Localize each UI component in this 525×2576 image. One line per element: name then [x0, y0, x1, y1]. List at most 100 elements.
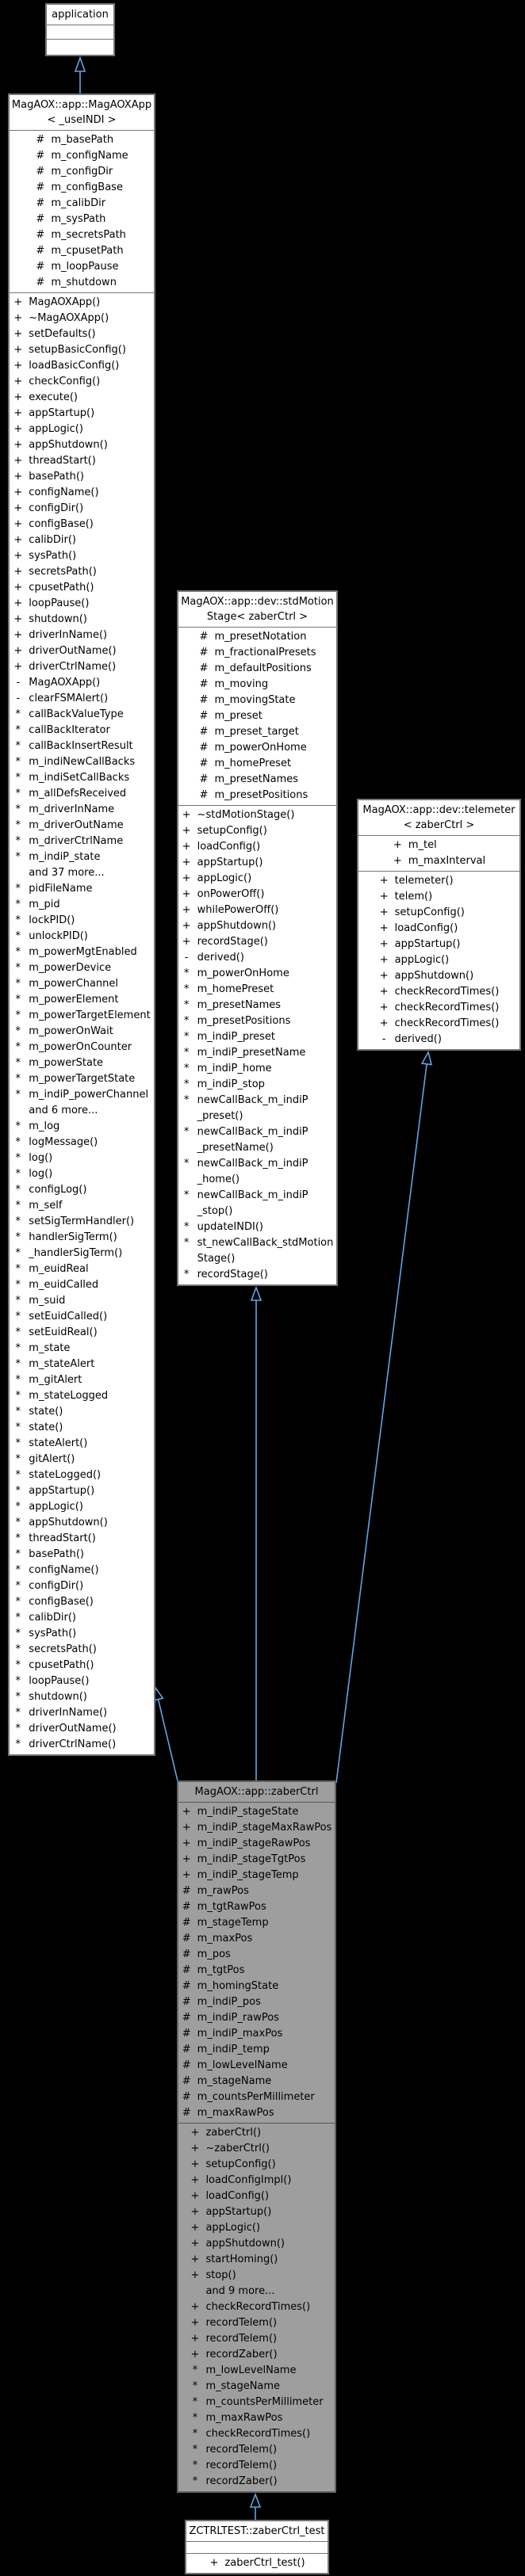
member-visibility-marker: +: [190, 2333, 200, 2345]
member-row: #m_maxRawPos: [182, 2105, 332, 2121]
member-visibility-marker: *: [15, 1342, 21, 1354]
member-visibility-marker: #: [199, 678, 209, 690]
member-visibility-marker: *: [183, 967, 190, 979]
member-name: m_maxRawPos: [205, 2412, 283, 2424]
attributes-compartment: [186, 2541, 328, 2553]
member-row: +loadConfig(): [182, 839, 334, 855]
member-visibility-marker: +: [379, 986, 389, 998]
member-row: *callBackIterator: [13, 723, 150, 738]
member-visibility-marker: +: [13, 550, 23, 562]
member-name: driverCtrlName(): [29, 661, 117, 673]
member-row: *m_indiP_powerChannel: [13, 1087, 150, 1103]
member-visibility-marker: +: [182, 1853, 191, 1865]
member-name: m_indiP_pos: [197, 1996, 261, 2008]
member-name: setupConfig(): [394, 906, 465, 918]
member-name: ~MagAOXApp(): [29, 312, 109, 324]
member-row: +setupConfig(): [182, 823, 334, 839]
member-row: +calibDir(): [13, 532, 150, 548]
member-row: *m_presetNames: [182, 998, 334, 1013]
member-name: recordTelem(): [205, 2317, 278, 2329]
member-visibility-marker: #: [182, 1933, 191, 1944]
member-row: *callBackInsertResult: [13, 738, 150, 754]
member-name: checkRecordTimes(): [394, 1017, 500, 1029]
member-name: recordTelem(): [205, 2333, 278, 2345]
class-title-stdmotionstage: MagAOX::app::dev::stdMotion Stage< zaber…: [181, 596, 334, 623]
member-visibility-marker: +: [182, 825, 191, 837]
member-name: m_presetNotation: [214, 631, 307, 643]
member-visibility-marker: #: [182, 2044, 191, 2055]
member-name: m_defaultPositions: [214, 662, 312, 674]
member-name: checkRecordTimes(): [205, 2428, 311, 2440]
member-row: +~zaberCtrl(): [190, 2141, 323, 2157]
member-name: m_indiP_presetName: [197, 1047, 306, 1059]
member-row: *m_indiP_home: [182, 1061, 334, 1077]
member-visibility-marker: #: [36, 277, 45, 288]
member-name: setEuidReal(): [29, 1326, 98, 1338]
member-name: calibDir(): [29, 1612, 76, 1624]
member-name: loopPause(): [29, 597, 90, 609]
member-name: appShutdown(): [205, 2238, 285, 2250]
methods-compartment: +MagAOXApp()+~MagAOXApp()+setDefaults()+…: [10, 292, 154, 1754]
member-row: #m_lowLevelName: [182, 2058, 332, 2074]
class-box-magaoxapp[interactable]: MagAOX::app::MagAOXApp < _useINDI > #m_b…: [8, 93, 155, 1756]
member-visibility-marker: *: [15, 1691, 21, 1703]
class-box-stdmotionstage[interactable]: MagAOX::app::dev::stdMotion Stage< zaber…: [177, 590, 338, 1286]
member-row: +appStartup(): [379, 937, 500, 952]
member-row: *m_stateLogged: [13, 1388, 150, 1404]
member-row: +execute(): [13, 390, 150, 406]
member-row: *_handlerSigTerm(): [13, 1246, 150, 1261]
member-name: stateLogged(): [29, 1469, 102, 1481]
class-box-application[interactable]: application: [45, 3, 115, 56]
member-visibility-marker: *: [15, 1374, 21, 1386]
member-visibility-marker: *: [15, 930, 21, 942]
member-name: m_powerOnHome: [214, 742, 307, 754]
member-row: +setupBasicConfig(): [13, 342, 150, 358]
member-name: handlerSigTerm(): [29, 1231, 117, 1243]
member-row: +telemeter(): [379, 873, 500, 889]
member-name: configDir(): [29, 1580, 84, 1592]
member-row: +m_maxInterval: [393, 853, 485, 869]
member-visibility-marker: *: [15, 914, 21, 926]
member-name: MagAOXApp(): [29, 296, 101, 308]
member-row: +appLogic(): [182, 871, 334, 887]
class-box-zaberctrl-highlighted[interactable]: MagAOX::app::zaberCtrl +m_indiP_stageSta…: [177, 1780, 336, 2493]
member-name: telem(): [394, 891, 433, 903]
member-row: +shutdown(): [13, 612, 150, 628]
member-name: and 37 more...: [29, 867, 105, 879]
member-name: m_indiP_maxPos: [197, 2028, 283, 2040]
member-row: -clearFSMAlert(): [13, 691, 150, 707]
member-name: appStartup(): [205, 2206, 272, 2218]
member-name: appShutdown(): [29, 439, 108, 451]
member-row: #m_preset_target: [199, 724, 316, 740]
member-row: *m_indiP_presetName: [182, 1045, 334, 1061]
member-row: *m_powerDevice: [13, 960, 150, 976]
member-visibility-marker: +: [182, 904, 191, 916]
member-row: +MagAOXApp(): [13, 295, 150, 311]
member-visibility-marker: *: [15, 1406, 21, 1418]
member-visibility-marker: #: [199, 647, 209, 658]
member-name: loopPause(): [29, 1675, 90, 1687]
arrowhead-stdmotionstage: [250, 1285, 262, 1301]
member-row: *state(): [13, 1420, 150, 1436]
class-box-zaberctrl-test[interactable]: ZCTRLTEST::zaberCtrl_test +zaberCtrl_tes…: [185, 2520, 329, 2574]
member-row: *m_state: [13, 1341, 150, 1357]
member-visibility-marker: *: [183, 1158, 190, 1170]
member-name: m_indiP_rawPos: [197, 2012, 279, 2024]
member-visibility-marker: *: [15, 1469, 21, 1481]
member-row: *configBase(): [13, 1594, 150, 1610]
member-visibility-marker: +: [379, 1017, 389, 1029]
member-row: +configDir(): [13, 501, 150, 517]
member-row: #m_stageName: [182, 2074, 332, 2089]
attributes-compartment: +m_tel+m_maxInterval: [358, 835, 519, 871]
member-visibility-marker: *: [15, 962, 21, 974]
member-visibility-marker: +: [379, 875, 389, 887]
member-row: #m_maxPos: [182, 1931, 332, 1947]
member-visibility-marker: *: [15, 851, 21, 863]
class-box-telemeter[interactable]: MagAOX::app::dev::telemeter < zaberCtrl …: [357, 799, 521, 1051]
member-name: derived(): [197, 952, 244, 964]
member-name: m_indiP_temp: [197, 2044, 270, 2055]
member-visibility-marker: *: [15, 1628, 21, 1639]
member-visibility-marker: +: [190, 2190, 200, 2202]
member-name: driverCtrlName(): [29, 1738, 117, 1750]
member-name: updateINDI(): [197, 1221, 263, 1233]
